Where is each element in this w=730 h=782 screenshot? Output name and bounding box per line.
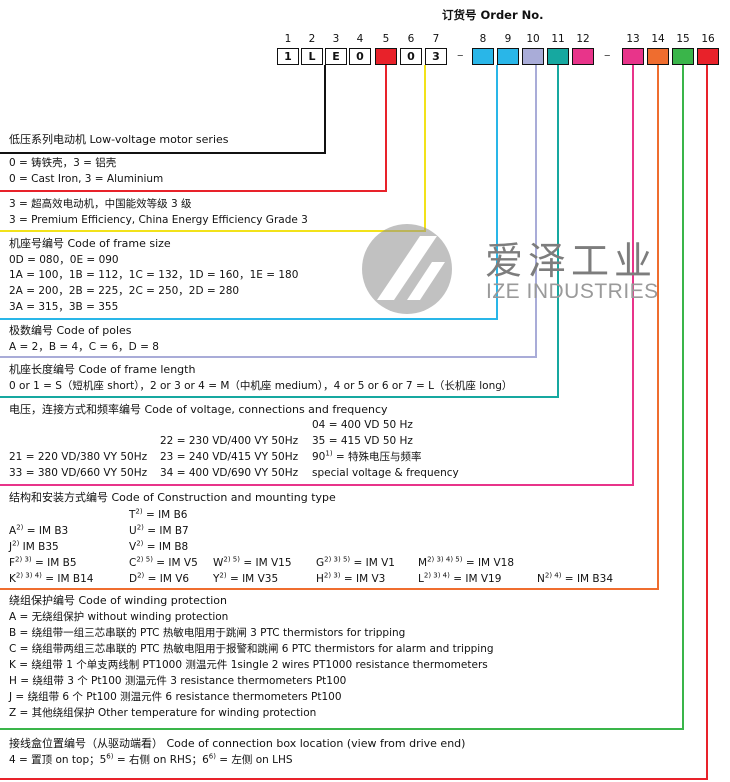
s3-line1: 0D = 080，0E = 090 — [9, 254, 119, 266]
s8-heading: 绕组保护编号 Code of winding protection — [9, 594, 227, 607]
s6-b2: 35 = 415 VD 50 Hz — [312, 435, 413, 447]
position-number-15: 15 — [676, 33, 690, 45]
position-number-5: 5 — [382, 33, 390, 45]
s6-c3: 901) = 特殊电压与频率 — [312, 449, 422, 463]
s6-a1: 04 = 400 VD 50 Hz — [312, 419, 413, 431]
s7-item-t: T2) = IM B6 — [129, 507, 188, 521]
s3-line4: 3A = 315，3B = 355 — [9, 301, 119, 313]
s7-item-g: G2) 3) 5) = IM V1 — [316, 555, 395, 569]
s8-line2: B = 绕组带一组三芯串联的 PTC 热敏电阻用于跳闸 3 PTC thermi… — [9, 627, 406, 639]
s7-item-l: L2) 3) 4) = IM V19 — [418, 571, 502, 585]
line-cyan — [0, 65, 498, 320]
position-number-11: 11 — [551, 33, 565, 45]
line-teal — [0, 65, 559, 398]
s7-item-v: V2) = IM B8 — [129, 539, 189, 553]
s9-heading: 接线盒位置编号（从驱动端看） Code of connection box lo… — [9, 737, 466, 750]
position-number-8: 8 — [479, 33, 487, 45]
s7-item-n: N2) 4) = IM B34 — [537, 571, 613, 585]
position-number-2: 2 — [308, 33, 316, 45]
s5-heading: 机座长度编号 Code of frame length — [9, 363, 196, 376]
s2-line2: 3 = Premium Efficiency, China Energy Eff… — [9, 214, 308, 226]
s7-heading: 结构和安装方式编号 Code of Construction and mount… — [9, 491, 336, 504]
line-red — [0, 65, 387, 192]
s7-item-u: U2) = IM B7 — [129, 523, 189, 537]
s8-line3: C = 绕组带两组三芯串联的 PTC 热敏电阻用于报警和跳闸 6 PTC the… — [9, 643, 494, 655]
s6-d3: special voltage & frequency — [312, 467, 459, 479]
position-box-1: 1 — [277, 48, 299, 65]
s4-line1: A = 2，B = 4，C = 6，D = 8 — [9, 341, 159, 353]
watermark-en: IZE INDUSTRIES — [486, 280, 659, 303]
position-number-1: 1 — [284, 33, 292, 45]
line-green — [0, 65, 684, 730]
position-number-14: 14 — [651, 33, 665, 45]
s1-heading: 低压系列电动机 Low-voltage motor series — [9, 133, 229, 146]
line-black — [0, 65, 326, 154]
s8-line1: A = 无绕组保护 without winding protection — [9, 611, 229, 623]
s3-line2: 1A = 100，1B = 112，1C = 132，1D = 160，1E =… — [9, 269, 299, 281]
watermark-cn: 爱泽工业 — [485, 239, 658, 283]
s8-line4: K = 绕组带 1 个单支两线制 PT1000 测温元件 1single 2 w… — [9, 659, 488, 671]
s7-item-k: K2) 3) 4) = IM B14 — [9, 571, 94, 585]
position-box-7: 3 — [425, 48, 447, 65]
position-number-10: 10 — [526, 33, 540, 45]
s7-item-h: H2) 3) = IM V3 — [316, 571, 386, 585]
s7-item-w: W2) 5) = IM V15 — [213, 555, 292, 569]
s7-item-m: M2) 3) 4) 5) = IM V18 — [418, 555, 514, 569]
s3-heading: 机座号编号 Code of frame size — [9, 237, 171, 250]
position-number-9: 9 — [504, 33, 512, 45]
position-number-12: 12 — [576, 33, 590, 45]
s9-line1: 4 = 置顶 on top；56) = 右侧 on RHS；66) = 左侧 o… — [9, 752, 293, 766]
position-number-6: 6 — [407, 33, 415, 45]
position-box-9 — [497, 48, 519, 65]
position-number-16: 16 — [701, 33, 715, 45]
s6-c1: 21 = 220 VD/380 VY 50Hz — [9, 451, 148, 463]
position-box-4: 0 — [349, 48, 371, 65]
s4-heading: 极数编号 Code of poles — [9, 324, 132, 337]
s6-d1: 33 = 380 VD/660 VY 50Hz — [9, 467, 148, 479]
s8-line5: H = 绕组带 3 个 Pt100 测温元件 3 resistance ther… — [9, 675, 347, 687]
s6-heading: 电压，连接方式和频率编号 Code of voltage, connection… — [9, 403, 388, 416]
position-box-2: L — [301, 48, 323, 65]
s5-line1: 0 or 1 = S（短机座 short），2 or 3 or 4 = M（中机… — [9, 380, 513, 392]
s7-item-y: Y2) = IM V35 — [213, 571, 279, 585]
s1-line1: 0 = 铸铁壳，3 = 铝壳 — [9, 157, 117, 169]
s3-line3: 2A = 200，2B = 225，2C = 250，2D = 280 — [9, 285, 240, 297]
s1-line2: 0 = Cast Iron, 3 = Aluminium — [9, 173, 164, 185]
s6-c2: 23 = 240 VD/415 VY 50Hz — [160, 451, 299, 463]
position-number-13: 13 — [626, 33, 640, 45]
line-orange — [0, 65, 659, 590]
dash-separator-1: – — [457, 48, 464, 63]
line-pink — [0, 65, 634, 486]
s6-b1: 22 = 230 VD/400 VY 50Hz — [160, 435, 299, 447]
s7-item-j: J2) IM B35 — [9, 539, 59, 553]
position-number-3: 3 — [332, 33, 340, 45]
s8-line7: Z = 其他绕组保护 Other temperature for winding… — [9, 707, 317, 719]
position-box-12 — [572, 48, 594, 65]
line-red-2 — [0, 65, 708, 780]
s7-item-a: A2) = IM B3 — [9, 523, 69, 537]
order-no-title: 订货号 Order No. — [442, 8, 544, 22]
line-lavender — [0, 65, 537, 358]
position-box-10 — [522, 48, 544, 65]
s2-line1: 3 = 超高效电动机，中国能效等级 3 级 — [9, 198, 192, 210]
position-box-13 — [622, 48, 644, 65]
position-number-4: 4 — [356, 33, 364, 45]
s7-item-c: C2) 5) = IM V5 — [129, 555, 198, 569]
position-box-16 — [697, 48, 719, 65]
position-box-6: 0 — [400, 48, 422, 65]
s7-item-f: F2) 3) = IM B5 — [9, 555, 77, 569]
s6-d2: 34 = 400 VD/690 VY 50Hz — [160, 467, 299, 479]
position-box-11 — [547, 48, 569, 65]
position-box-15 — [672, 48, 694, 65]
position-box-5 — [375, 48, 397, 65]
dash-separator-2: – — [604, 48, 611, 63]
s8-line6: J = 绕组带 6 个 Pt100 测温元件 6 resistance ther… — [9, 691, 342, 703]
position-box-14 — [647, 48, 669, 65]
s7-item-d: D2) = IM V6 — [129, 571, 190, 585]
ize-logo-icon — [362, 224, 452, 314]
position-number-7: 7 — [432, 33, 440, 45]
position-box-3: E — [325, 48, 347, 65]
position-box-8 — [472, 48, 494, 65]
